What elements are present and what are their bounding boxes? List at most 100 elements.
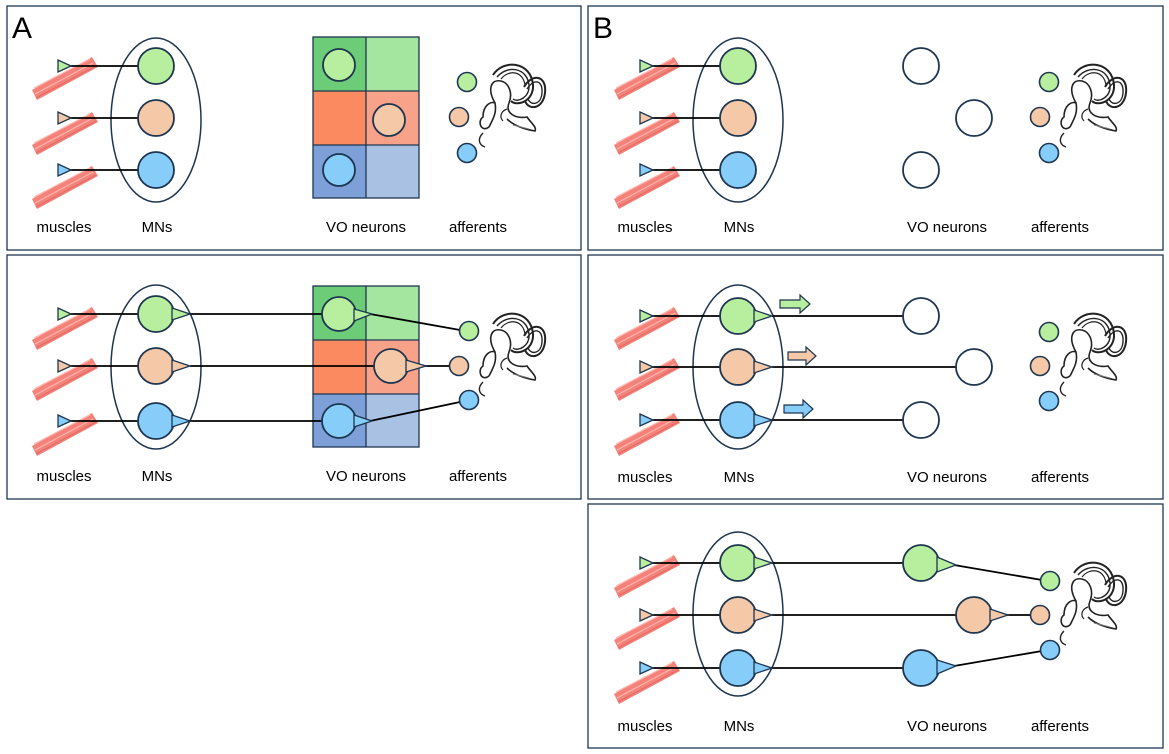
label-muscles: muscles [36,468,91,485]
mn-pool-ellipse [110,284,202,450]
label-muscles: muscles [617,219,672,236]
vo-neuron-unspecified [902,47,940,85]
mn-green [719,47,757,85]
inner-ear-icon [1059,561,1128,646]
panel-frame [587,5,1164,251]
synapse-terminal [57,306,73,322]
inner-ear-icon [1059,312,1128,397]
label-muscles: muscles [617,469,672,486]
label-afferents: afferents [1031,469,1089,486]
afferent-blue [1038,390,1060,412]
label-muscles: muscles [617,718,672,735]
mn-peach [719,596,757,634]
synapse-terminal [639,359,655,375]
vo-neuron-unspecified [902,151,940,189]
mn-blue [137,402,175,440]
mn-peach [719,99,757,137]
afferent-peach [448,355,470,377]
panel-frame [587,503,1164,749]
mn-pool-ellipse [692,37,784,203]
vo-neuron-unspecified [902,297,940,335]
vo-neuron-green [902,544,940,582]
label-mns: MNs [724,718,755,735]
synapse-terminal [57,358,73,374]
afferent-peach [448,106,470,128]
mn-green [719,297,757,335]
synapse-terminal [639,162,655,178]
mn-blue [719,649,757,687]
mn-peach [137,99,175,137]
vo-neuron-unspecified [902,401,940,439]
mn-peach [137,347,175,385]
label-vo-neurons: VO neurons [907,718,987,735]
label-mns: MNs [142,468,173,485]
vo-neuron-blue [902,649,940,687]
label-vo-neurons: VO neurons [326,468,406,485]
mn-green [137,47,175,85]
afferent-green [458,320,480,342]
vo-neuron-green [321,296,357,332]
synapse-terminal [57,58,73,74]
panel-b-bottom: muscles MNs VO neurons afferents [587,503,1164,749]
label-vo-neurons: VO neurons [907,469,987,486]
label-afferents: afferents [1031,718,1089,735]
synapse-terminal [57,413,73,429]
arrow-right-icon [779,293,811,315]
mn-blue [719,151,757,189]
synapse-terminal [639,555,655,571]
vo-neuron-green [322,48,356,82]
afferent-green [1038,321,1060,343]
arrow-right-icon [783,398,814,420]
vo-neuron-peach [373,348,409,384]
panel-b-top: B muscles MNs VO neurons afferents [587,5,1164,251]
vo-neuron-blue [321,403,357,439]
mn-green [719,544,757,582]
mn-blue [137,151,175,189]
inner-ear-icon [478,312,547,397]
inner-ear-icon [1059,63,1128,148]
label-mns: MNs [142,219,173,236]
label-muscles: muscles [36,219,91,236]
panel-frame [6,254,582,500]
label-afferents: afferents [449,219,507,236]
panel-letter-b: B [593,12,613,45]
afferent-green [1039,570,1061,592]
afferent-green [456,71,478,93]
panel-a-bottom: muscles MNs VO neurons afferents [6,254,582,500]
panel-b-middle: muscles MNs VO neurons afferents [587,254,1164,500]
synapse-terminal [57,110,73,126]
panel-letter-a: A [12,12,32,45]
afferent-peach [1029,106,1051,128]
mn-pool-ellipse [692,531,784,697]
synapse-terminal [639,58,655,74]
mn-blue [719,401,757,439]
label-mns: MNs [724,469,755,486]
arrow-right-icon [787,345,817,367]
afferent-blue [1038,142,1060,164]
vo-neuron-peach [372,103,406,137]
afferent-green [1038,71,1060,93]
synapse-terminal [639,110,655,126]
vo-grid [312,36,420,199]
label-mns: MNs [724,219,755,236]
synapse-terminal [639,607,655,623]
panel-a-top: A muscles MN [6,5,582,251]
mn-pool-ellipse [110,37,202,203]
label-afferents: afferents [449,468,507,485]
vo-neuron-unspecified [955,348,993,386]
label-vo-neurons: VO neurons [907,219,987,236]
afferent-peach [1029,604,1051,626]
synapse-terminal [639,308,655,324]
afferent-peach [1029,355,1051,377]
afferent-blue [458,389,480,411]
vo-neuron-blue [322,153,356,187]
inner-ear-icon [478,63,547,148]
panel-frame [6,5,582,251]
vo-neuron-unspecified [955,99,993,137]
synapse-terminal [57,162,73,178]
afferent-blue [1039,639,1061,661]
mn-green [137,295,175,333]
panel-frame [587,254,1164,500]
synapse-terminal [639,660,655,676]
